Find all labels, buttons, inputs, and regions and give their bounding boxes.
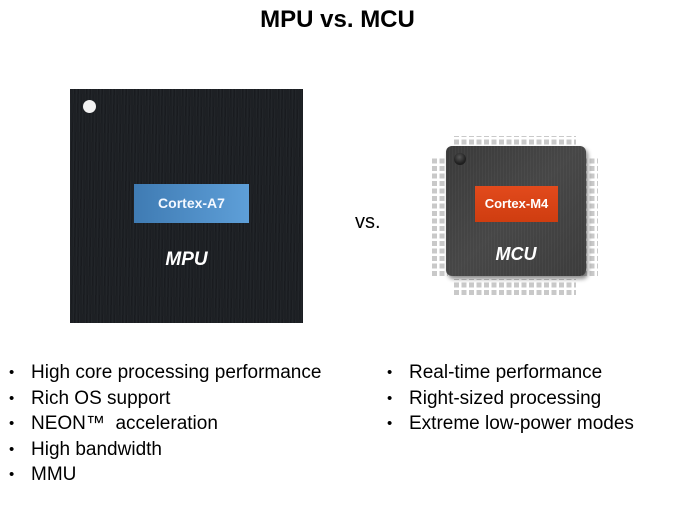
- feature-text: MMU: [31, 464, 77, 485]
- list-item: • High core processing performance: [4, 360, 321, 386]
- pin1-marker-icon: [83, 100, 96, 113]
- bullet-icon: •: [387, 389, 393, 407]
- mpu-chip-label: MPU: [165, 249, 208, 270]
- list-item: • Right-sized processing: [382, 386, 634, 412]
- chip-pins-right: [582, 156, 598, 276]
- mcu-core-badge: Cortex-M4: [475, 186, 558, 222]
- feature-text: Right-sized processing: [409, 387, 602, 409]
- feature-text: Rich OS support: [31, 387, 171, 409]
- slide-title: MPU vs. MCU: [260, 6, 415, 33]
- versus-label: vs.: [355, 211, 381, 233]
- mpu-core-badge: Cortex-A7: [134, 184, 249, 223]
- list-item: • High bandwidth: [4, 437, 321, 463]
- bullet-icon: •: [9, 389, 15, 407]
- bullet-icon: •: [9, 364, 15, 381]
- bullet-icon: •: [387, 415, 393, 432]
- mpu-feature-list: • High core processing performance • Rich …: [4, 360, 321, 488]
- feature-text: NEON™ acceleration: [31, 413, 218, 434]
- mcu-chip-image: Cortex-M4 MCU: [432, 136, 602, 296]
- list-item: • Real-time performance: [382, 360, 634, 386]
- bullet-icon: •: [9, 415, 15, 432]
- mcu-feature-list: • Real-time performance • Right-sized proc…: [382, 360, 634, 437]
- list-item: • Rich OS support: [4, 386, 321, 412]
- list-item: • Extreme low-power modes: [382, 411, 634, 437]
- mcu-chip-label: MCU: [495, 244, 537, 264]
- chip-pins-left: [432, 156, 448, 276]
- mpu-chip-image: Cortex-A7 MPU: [70, 89, 303, 323]
- mcu-chip-body: Cortex-M4 MCU: [446, 146, 586, 276]
- feature-text: Extreme low-power modes: [409, 413, 634, 434]
- list-item: • MMU: [4, 462, 321, 488]
- feature-text: High bandwidth: [31, 438, 162, 460]
- feature-text: High core processing performance: [31, 362, 322, 383]
- pin1-marker-icon: [454, 153, 466, 165]
- bullet-icon: •: [9, 440, 15, 458]
- bullet-icon: •: [387, 364, 393, 381]
- chip-pins-bottom: [454, 279, 576, 295]
- bullet-icon: •: [9, 466, 15, 483]
- feature-text: Real-time performance: [409, 362, 603, 383]
- list-item: • NEON™ acceleration: [4, 411, 321, 437]
